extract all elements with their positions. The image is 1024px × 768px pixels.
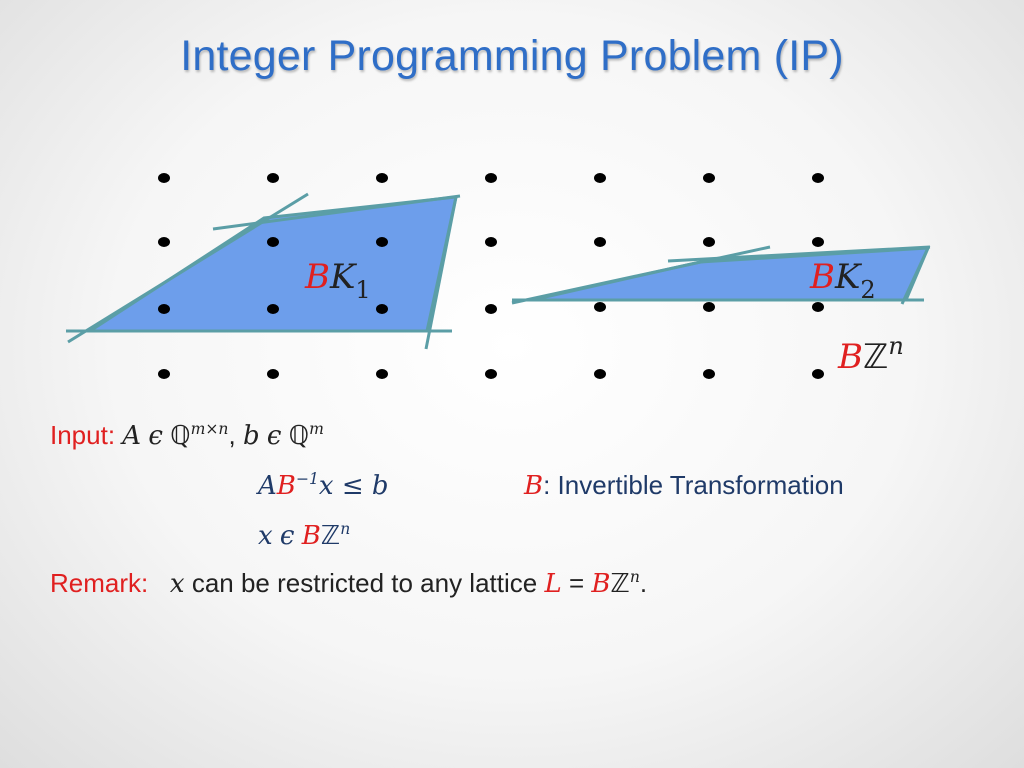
constraint-line: AB−1x ≤ b xyxy=(258,470,389,501)
lattice-point xyxy=(267,237,279,247)
transform-note: B: Invertible Transformation xyxy=(524,470,844,501)
matrix-b: B xyxy=(301,521,321,551)
lattice-point xyxy=(812,173,824,183)
lattice-points xyxy=(158,173,824,379)
remark-line: Remark: x can be restricted to any latti… xyxy=(50,568,647,599)
input-label: Input: xyxy=(50,420,116,450)
dimension-n: n xyxy=(629,567,640,586)
lattice-point xyxy=(158,173,170,183)
matrix-b: B xyxy=(524,471,544,501)
k2-constraint-right xyxy=(900,247,930,305)
lattice-point xyxy=(594,302,606,312)
lattice-point xyxy=(376,304,388,314)
matrix-a: A xyxy=(122,421,142,451)
slide-title: Integer Programming Problem (IP) xyxy=(180,32,844,80)
rationals-symbol: ℚ xyxy=(170,421,191,451)
lattice-point xyxy=(267,173,279,183)
lattice-point xyxy=(376,369,388,379)
label-bk1: BK1 xyxy=(304,257,371,304)
k1-constraint-right xyxy=(424,196,458,350)
rationals-symbol: ℚ xyxy=(288,421,310,451)
k1-constraint-left xyxy=(67,192,309,344)
transform-text: : Invertible Transformation xyxy=(543,470,844,500)
dimension-n: n xyxy=(340,519,351,538)
variable-x: x xyxy=(258,521,273,551)
lattice-point xyxy=(158,237,170,247)
integers-symbol: ℤ xyxy=(320,521,341,551)
lattice-point xyxy=(376,173,388,183)
lattice-point xyxy=(703,173,715,183)
lattice-point xyxy=(812,369,824,379)
integers-symbol: ℤ xyxy=(610,569,630,599)
equals-sign: = xyxy=(561,568,592,598)
vector-b: b xyxy=(242,421,260,451)
variable-x: x xyxy=(169,569,185,599)
input-line: Input: A ϵ ℚm×n, b ϵ ℚm xyxy=(50,420,324,451)
lattice-point xyxy=(594,173,606,183)
lattice-point xyxy=(703,302,715,312)
remark-label: Remark: xyxy=(50,568,149,598)
constraint-rest: x ≤ b xyxy=(318,471,389,501)
inverse-exponent: −1 xyxy=(295,469,319,488)
lattice-point xyxy=(703,237,715,247)
label-bzn: Bℤn xyxy=(837,332,904,377)
dimension-m: m xyxy=(309,419,324,438)
label-bk2: BK2 xyxy=(809,257,876,304)
lattice-point xyxy=(485,237,497,247)
lattice-point xyxy=(594,369,606,379)
remark-text: can be restricted to any lattice xyxy=(184,568,545,598)
dimension-mxn: m×n xyxy=(190,419,229,438)
lattice-point xyxy=(594,237,606,247)
lattice-point xyxy=(812,302,824,312)
lattice-point xyxy=(485,369,497,379)
lattice-point xyxy=(376,237,388,247)
k2-constraint-left xyxy=(511,245,771,305)
matrix-b: B xyxy=(276,471,296,501)
lattice-point xyxy=(158,369,170,379)
period: . xyxy=(639,568,648,598)
lattice-point xyxy=(485,304,497,314)
membership-line: x ϵ Bℤn xyxy=(258,520,350,551)
matrix-a: A xyxy=(258,471,277,501)
lattice-point xyxy=(485,173,497,183)
element-of-symbol: ϵ xyxy=(148,421,163,451)
element-of-symbol: ϵ xyxy=(279,521,295,551)
element-of-symbol: ϵ xyxy=(266,421,282,451)
k1-constraint-top xyxy=(212,194,461,231)
comma: , xyxy=(228,420,236,450)
lattice-point xyxy=(267,304,279,314)
lattice-l: L xyxy=(544,569,562,599)
lattice-point xyxy=(812,237,824,247)
lattice-point xyxy=(158,304,170,314)
lattice-point xyxy=(267,369,279,379)
matrix-b: B xyxy=(591,569,611,599)
lattice-point xyxy=(703,369,715,379)
